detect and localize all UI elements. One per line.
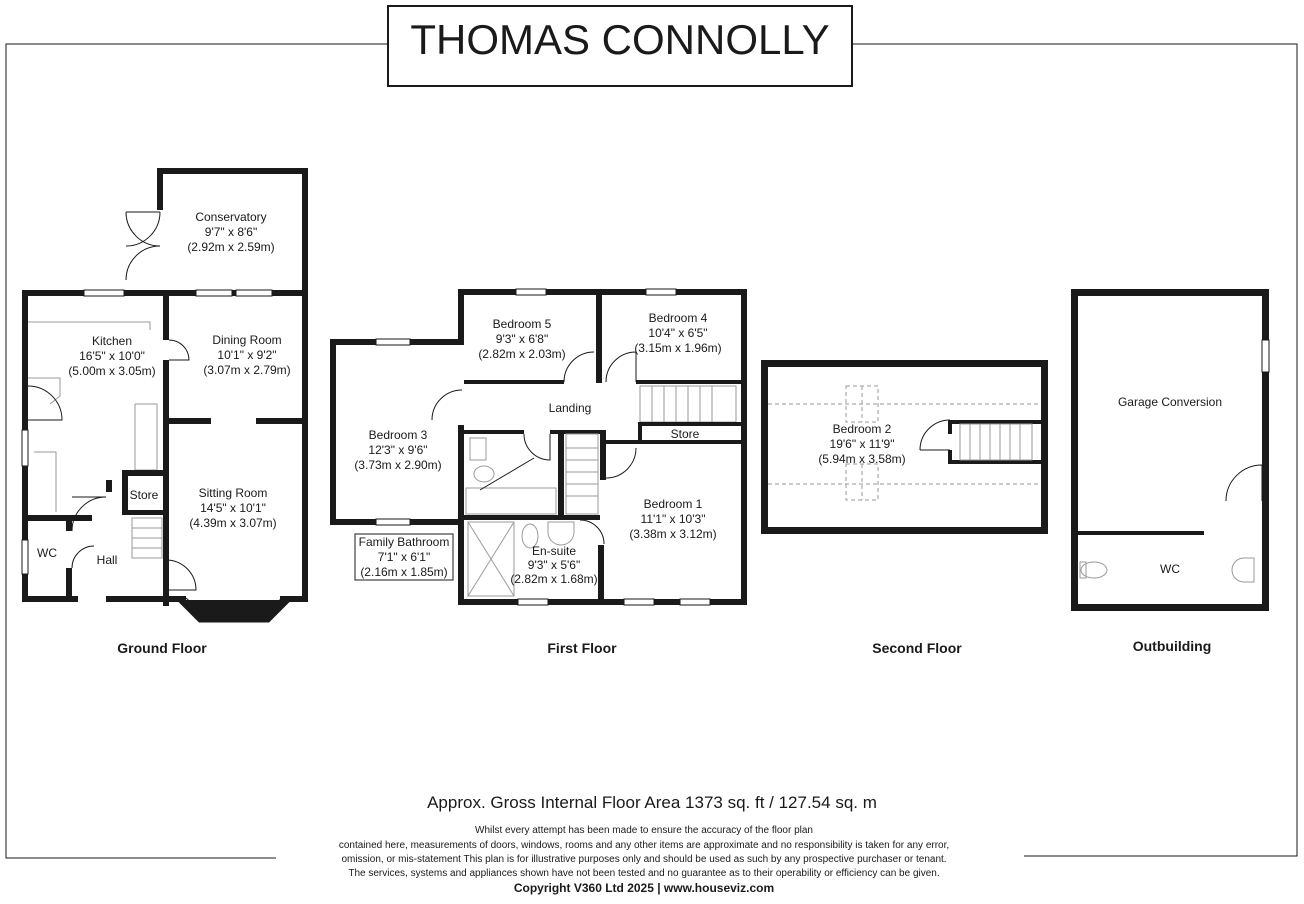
room-imperial: 16'5" x 10'0" [79, 349, 145, 363]
room-name: Sitting Room [199, 486, 268, 500]
room-name: Bedroom 5 [493, 317, 552, 331]
room-name: Conservatory [195, 210, 266, 224]
room-hall: Hall [97, 553, 118, 567]
room-metric: (2.82m x 1.68m) [510, 572, 597, 586]
room-imperial: 9'3" x 6'8" [496, 332, 548, 346]
copyright: Copyright V360 Ltd 2025 | www.houseviz.c… [514, 881, 774, 895]
room-name: En-suite [532, 544, 576, 558]
room-wc-outbuilding: WC [1160, 562, 1180, 576]
room-metric: (3.07m x 2.79m) [203, 363, 290, 377]
room-metric: (2.82m x 2.03m) [478, 347, 565, 361]
disclaimer-line-4: The services, systems and appliances sho… [348, 868, 939, 879]
room-metric: (3.38m x 3.12m) [629, 527, 716, 541]
room-imperial: 12'3" x 9'6" [368, 443, 427, 457]
outbuilding-plan [1071, 289, 1270, 611]
room-name: Family Bathroom [359, 535, 450, 549]
room-wc-ground: WC [37, 546, 57, 560]
floor-label-ground: Ground Floor [117, 640, 207, 656]
room-metric: (2.16m x 1.85m) [360, 565, 447, 579]
disclaimer-line-2: contained here, measurements of doors, w… [339, 840, 949, 851]
room-name: Bedroom 3 [369, 428, 428, 442]
room-bedroom2: Bedroom 2 19'6" x 11'9" (5.94m x 3.58m) [818, 422, 905, 466]
room-name: Bedroom 1 [644, 497, 703, 511]
room-imperial: 10'4" x 6'5" [648, 326, 707, 340]
disclaimer-line-1: Whilst every attempt has been made to en… [475, 825, 813, 836]
room-garage: Garage Conversion [1118, 395, 1222, 409]
room-store-ground: Store [130, 488, 159, 502]
room-metric: (5.00m x 3.05m) [68, 364, 155, 378]
floor-label-first: First Floor [547, 640, 617, 656]
ground-floor-plan [21, 168, 308, 623]
room-kitchen: Kitchen 16'5" x 10'0" (5.00m x 3.05m) [68, 334, 155, 378]
floor-label-second: Second Floor [872, 640, 962, 656]
brand-name: THOMAS CONNOLLY [410, 16, 829, 63]
room-family-bathroom: Family Bathroom 7'1" x 6'1" (2.16m x 1.8… [354, 533, 454, 581]
room-metric: (3.73m x 2.90m) [354, 458, 441, 472]
room-name: Bedroom 4 [649, 311, 708, 325]
room-imperial: 9'7" x 8'6" [205, 225, 257, 239]
room-bedroom5: Bedroom 5 9'3" x 6'8" (2.82m x 2.03m) [478, 317, 565, 361]
room-ensuite: En-suite 9'3" x 5'6" (2.82m x 1.68m) [510, 544, 597, 586]
room-imperial: 10'1" x 9'2" [217, 348, 276, 362]
room-dining: Dining Room 10'1" x 9'2" (3.07m x 2.79m) [203, 333, 290, 377]
room-landing: Landing [549, 401, 592, 415]
first-floor-plan [330, 288, 747, 606]
room-metric: (3.15m x 1.96m) [634, 341, 721, 355]
room-imperial: 7'1" x 6'1" [378, 550, 430, 564]
page-frame [5, 43, 1298, 859]
gross-area: Approx. Gross Internal Floor Area 1373 s… [427, 793, 877, 812]
room-metric: (4.39m x 3.07m) [189, 516, 276, 530]
room-name: Dining Room [212, 333, 281, 347]
room-metric: (2.92m x 2.59m) [187, 240, 274, 254]
floor-label-outbuilding: Outbuilding [1133, 638, 1212, 654]
room-imperial: 14'5" x 10'1" [200, 501, 266, 515]
room-bedroom3: Bedroom 3 12'3" x 9'6" (3.73m x 2.90m) [354, 428, 441, 472]
room-imperial: 19'6" x 11'9" [830, 437, 895, 451]
second-floor-plan [761, 360, 1048, 534]
room-conservatory: Conservatory 9'7" x 8'6" (2.92m x 2.59m) [187, 210, 274, 254]
disclaimer-line-3: omission, or mis-statement This plan is … [341, 854, 946, 865]
room-imperial: 9'3" x 5'6" [528, 558, 580, 572]
room-sitting: Sitting Room 14'5" x 10'1" (4.39m x 3.07… [189, 486, 276, 530]
room-name: Bedroom 2 [833, 422, 892, 436]
room-store-first: Store [671, 427, 700, 441]
room-metric: (5.94m x 3.58m) [818, 452, 905, 466]
room-name: Kitchen [92, 334, 132, 348]
room-bedroom1: Bedroom 1 11'1" x 10'3" (3.38m x 3.12m) [629, 497, 716, 541]
room-imperial: 11'1" x 10'3" [641, 512, 706, 526]
brand-logo: THOMAS CONNOLLY [387, 5, 853, 87]
room-bedroom4: Bedroom 4 10'4" x 6'5" (3.15m x 1.96m) [634, 311, 721, 355]
